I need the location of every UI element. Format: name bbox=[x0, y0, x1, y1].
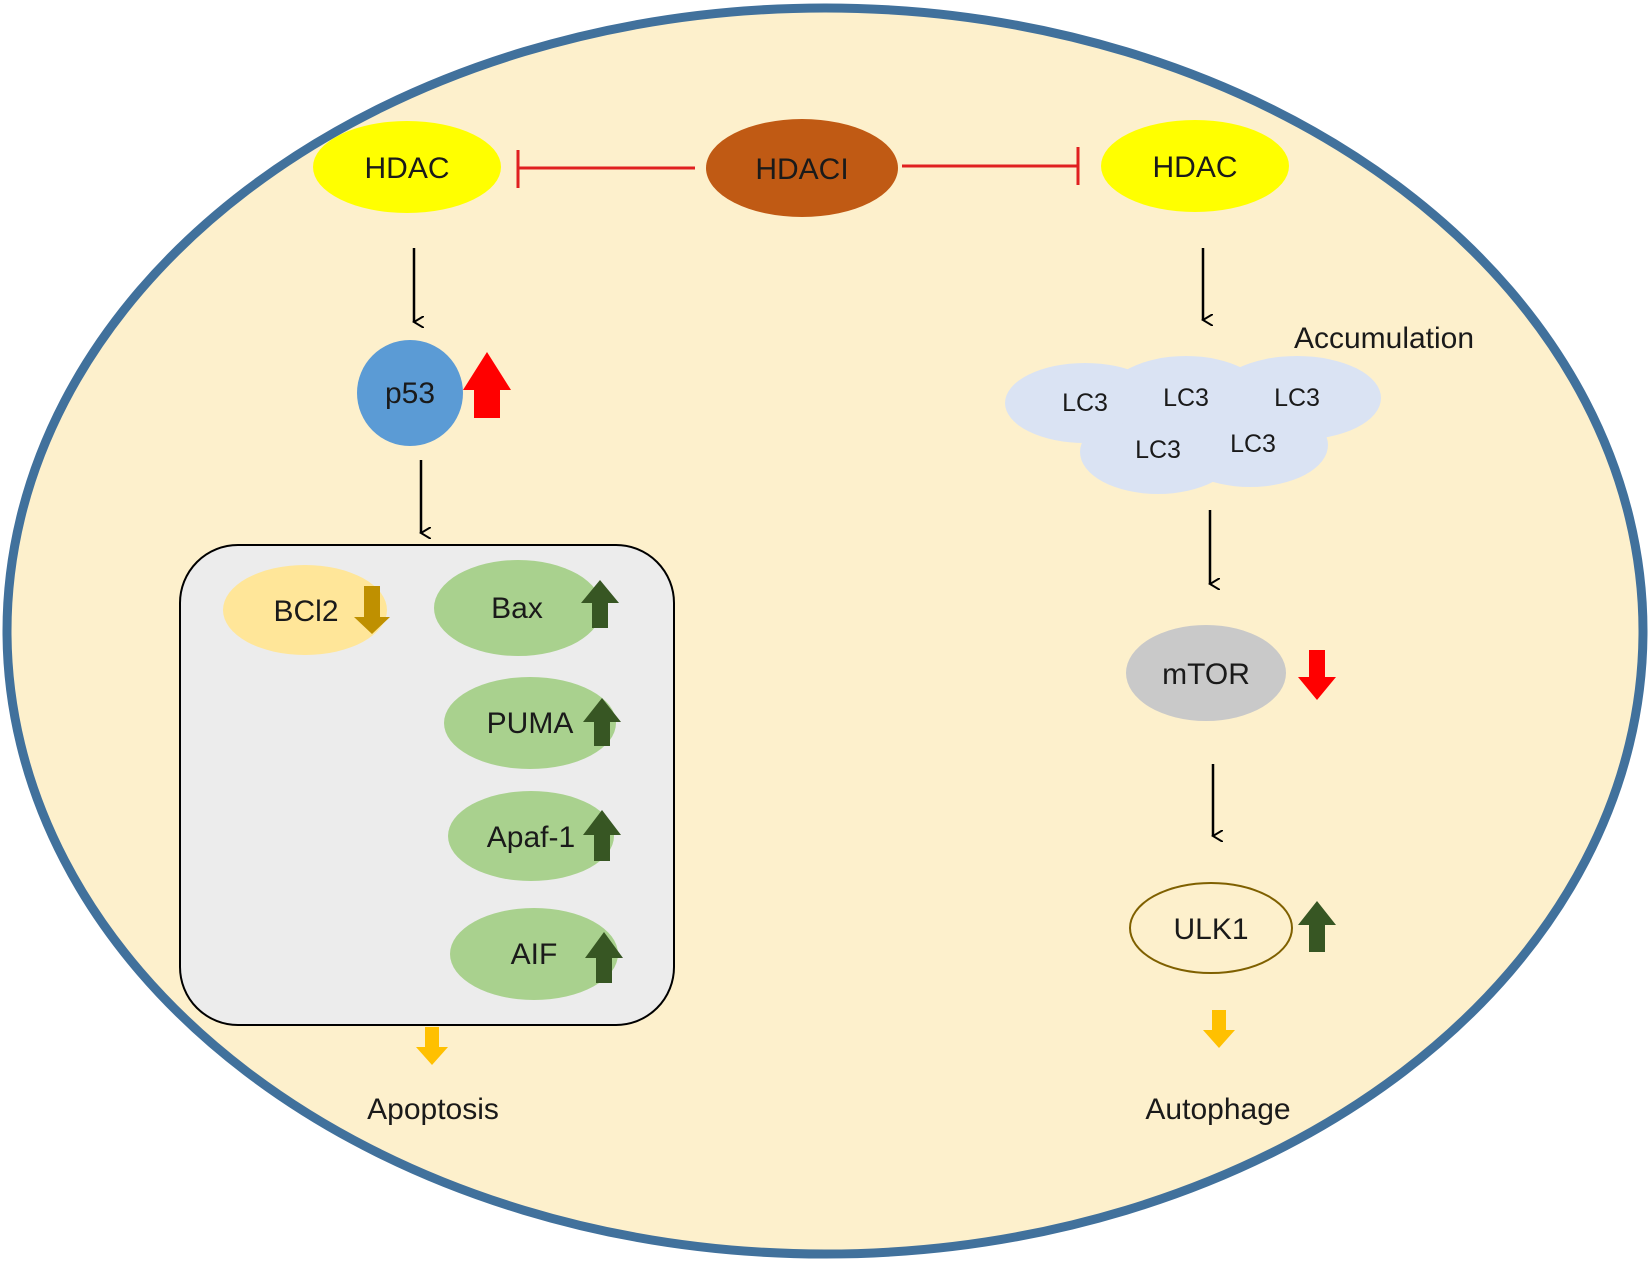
ulk1-label: ULK1 bbox=[1173, 913, 1248, 946]
bax-node: Bax bbox=[434, 560, 602, 656]
inhibit-line-right bbox=[902, 147, 1080, 185]
up-arrow-icon bbox=[463, 352, 511, 418]
down-arrow-icon bbox=[1203, 1010, 1235, 1048]
apoptosis-label: Apoptosis bbox=[367, 1093, 499, 1126]
lc3-label: LC3 bbox=[1274, 384, 1320, 412]
hdac-right-node: HDAC bbox=[1101, 120, 1289, 212]
lc3-label: LC3 bbox=[1062, 389, 1108, 417]
aif-node: AIF bbox=[450, 908, 618, 1000]
ulk1-node: ULK1 bbox=[1129, 882, 1293, 974]
p53-node: p53 bbox=[357, 340, 463, 446]
lc3-cluster: LC3 LC3 LC3 LC3 LC3 bbox=[1005, 356, 1381, 494]
bcl2-label: BCl2 bbox=[273, 595, 338, 628]
bax-label: Bax bbox=[491, 592, 543, 625]
accumulation-label: Accumulation bbox=[1294, 322, 1474, 355]
apaf1-label: Apaf-1 bbox=[487, 821, 575, 854]
hdaci-label: HDACI bbox=[755, 153, 848, 186]
up-arrow-icon bbox=[583, 698, 621, 746]
mtor-node: mTOR bbox=[1126, 625, 1286, 721]
down-arrow-icon bbox=[1298, 650, 1336, 700]
mtor-label: mTOR bbox=[1162, 658, 1250, 691]
hdac-right-label: HDAC bbox=[1152, 151, 1237, 184]
inhibit-line-left bbox=[516, 150, 695, 188]
lc3-label: LC3 bbox=[1163, 384, 1209, 412]
apaf1-node: Apaf-1 bbox=[448, 791, 614, 881]
lc3-label: LC3 bbox=[1135, 436, 1181, 464]
hdac-left-node: HDAC bbox=[313, 121, 501, 213]
target-gene-box bbox=[179, 544, 675, 1026]
puma-label: PUMA bbox=[487, 707, 574, 740]
autophage-label: Autophage bbox=[1145, 1093, 1290, 1126]
hdaci-node: HDACI bbox=[706, 119, 898, 217]
up-arrow-icon bbox=[1298, 901, 1336, 952]
down-arrow-icon bbox=[416, 1027, 448, 1065]
aif-label: AIF bbox=[511, 938, 558, 971]
up-arrow-icon bbox=[581, 580, 619, 628]
up-arrow-icon bbox=[583, 810, 621, 861]
up-arrow-icon bbox=[585, 932, 623, 983]
p53-label: p53 bbox=[385, 377, 435, 410]
bcl2-node: BCl2 bbox=[223, 565, 387, 655]
puma-node: PUMA bbox=[444, 677, 616, 769]
lc3-label: LC3 bbox=[1230, 430, 1276, 458]
down-arrow-icon bbox=[354, 586, 390, 634]
hdac-left-label: HDAC bbox=[364, 152, 449, 185]
